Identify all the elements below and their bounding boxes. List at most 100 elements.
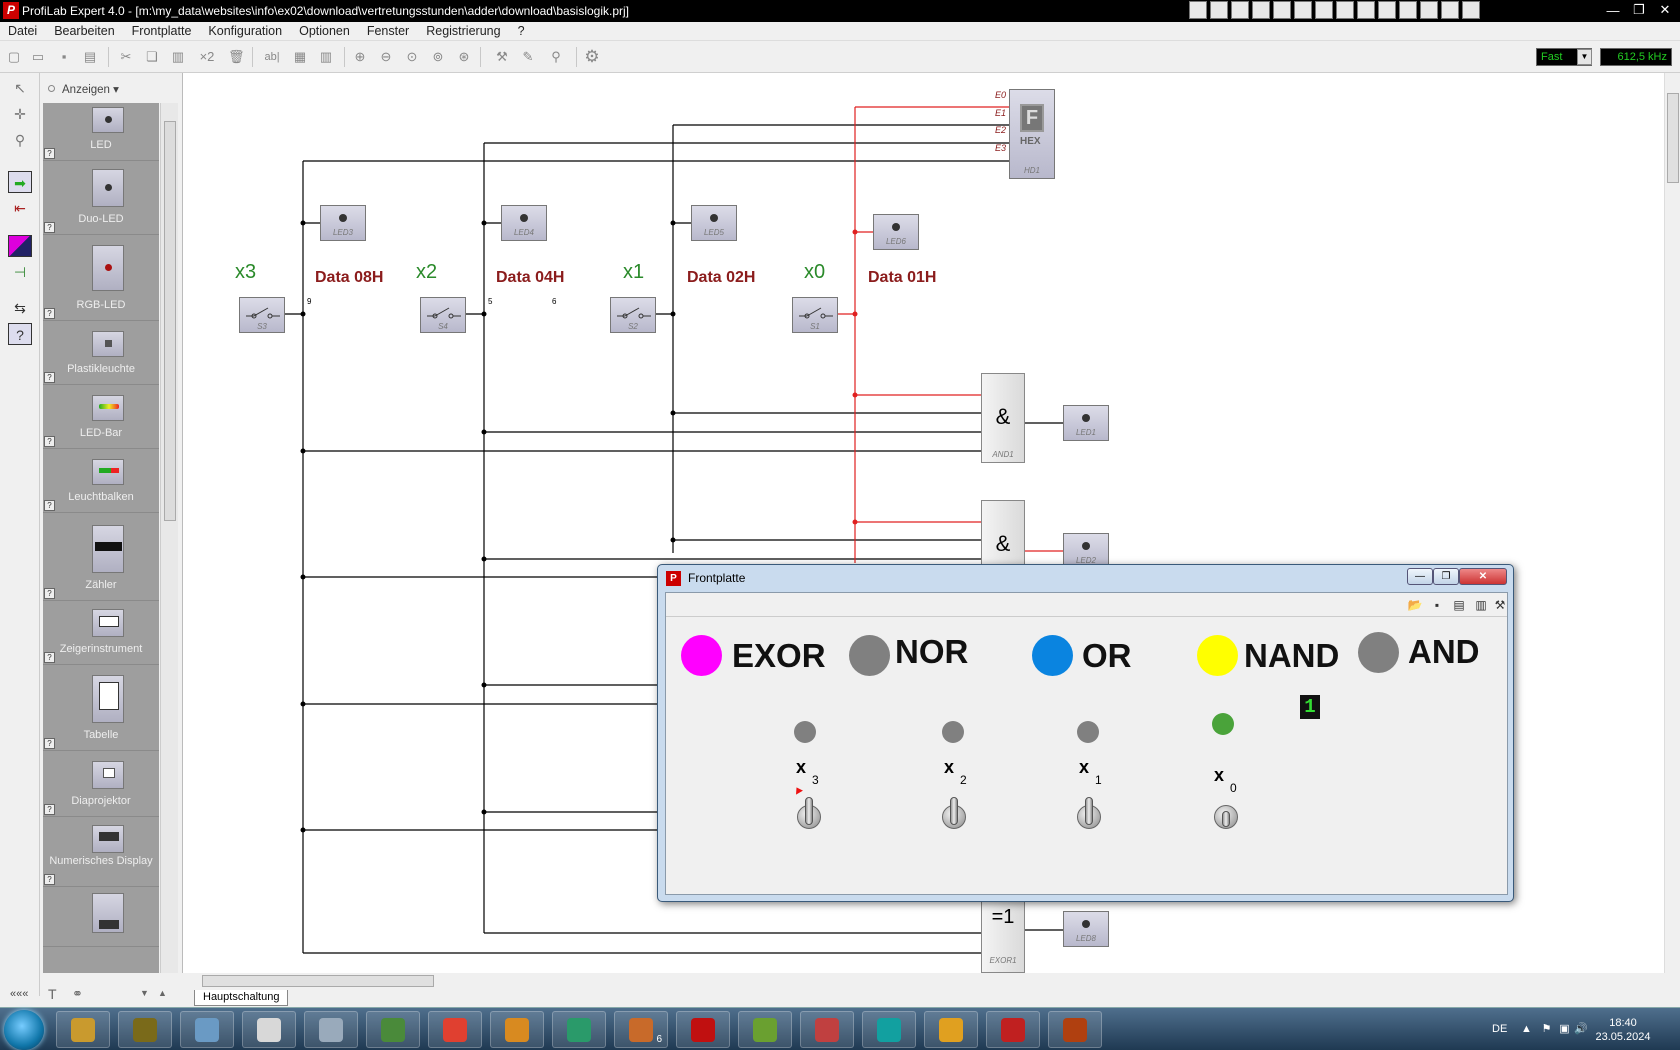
tab-hauptschaltung[interactable]: Hauptschaltung bbox=[194, 990, 289, 1006]
volume-icon[interactable]: 🔊 bbox=[1574, 1023, 1588, 1035]
color-tool-icon[interactable] bbox=[8, 235, 32, 257]
pointer-icon[interactable]: ↖ bbox=[14, 80, 26, 96]
taskbar-app-arduino[interactable] bbox=[862, 1011, 916, 1048]
palette-scroll-thumb[interactable] bbox=[164, 121, 176, 521]
paste-icon[interactable]: ▥ bbox=[171, 49, 185, 64]
led-led8[interactable]: LED8 bbox=[1063, 911, 1109, 947]
quick-icon[interactable] bbox=[1315, 1, 1333, 19]
quick-icon[interactable] bbox=[1462, 1, 1480, 19]
quick-icon[interactable] bbox=[1336, 1, 1354, 19]
binoculars-icon[interactable]: ⚭ bbox=[72, 986, 83, 1001]
probe-icon[interactable]: ✎ bbox=[522, 49, 534, 64]
menu-help[interactable]: ? bbox=[517, 24, 525, 38]
menu-frontplatte[interactable]: Frontplatte bbox=[131, 24, 192, 38]
taskbar-app-chrome[interactable] bbox=[428, 1011, 482, 1048]
taskbar-app-profilab-2[interactable] bbox=[1048, 1011, 1102, 1048]
align-icon[interactable]: ▥ bbox=[319, 49, 333, 64]
palette-item-zaehler[interactable]: Zähler ? bbox=[43, 513, 159, 601]
palette-item-plastikleuchte[interactable]: Plastikleuchte ? bbox=[43, 321, 159, 385]
collapse-button[interactable]: ««« bbox=[10, 988, 29, 1000]
canvas-vertical-scrollbar[interactable] bbox=[1664, 73, 1680, 973]
palette-item-numerisches-display[interactable]: Numerisches Display ? bbox=[43, 817, 159, 887]
taskbar-app-office-app[interactable] bbox=[924, 1011, 978, 1048]
taskbar-app-explorer[interactable] bbox=[56, 1011, 110, 1048]
palette-item-duo-led[interactable]: Duo-LED ? bbox=[43, 161, 159, 235]
input-tool-icon[interactable]: ⊣ bbox=[13, 264, 27, 280]
taskbar-app-profilab[interactable] bbox=[676, 1011, 730, 1048]
language-indicator[interactable]: DE bbox=[1492, 1023, 1508, 1035]
new-file-icon[interactable]: ▢ bbox=[7, 49, 21, 64]
stop-arrow-icon[interactable]: ⇤ bbox=[14, 200, 26, 216]
gate-and1[interactable]: & AND1 bbox=[981, 373, 1025, 463]
crosshair-icon[interactable]: ✛ bbox=[14, 106, 26, 122]
text-tool-button[interactable]: ab| bbox=[264, 51, 280, 63]
toggle-switch-x2[interactable] bbox=[941, 797, 967, 831]
canvas-horizontal-scrollbar[interactable] bbox=[184, 973, 1664, 989]
system-clock[interactable]: 18:40 23.05.2024 bbox=[1588, 1016, 1658, 1044]
quick-icon[interactable] bbox=[1399, 1, 1417, 19]
led-led4[interactable]: LED4 bbox=[501, 205, 547, 241]
magnifier-icon[interactable]: ⚲ bbox=[14, 132, 26, 148]
arrow-up-icon[interactable]: ▲ bbox=[158, 988, 167, 998]
network-icon[interactable]: ▣ bbox=[1559, 1023, 1570, 1035]
zoom-in-icon[interactable]: ⊕ bbox=[354, 49, 366, 64]
toggle-switch-x1[interactable] bbox=[1076, 797, 1102, 831]
palette-item-diaprojektor[interactable]: Diaprojektor ? bbox=[43, 751, 159, 817]
radio-icon[interactable] bbox=[48, 85, 55, 92]
palette-item-led-bar[interactable]: LED-Bar ? bbox=[43, 385, 159, 449]
menu-datei[interactable]: Datei bbox=[8, 24, 38, 38]
build-icon[interactable]: ⚒ bbox=[1494, 598, 1506, 612]
frontplatte-minimize-button[interactable]: — bbox=[1407, 568, 1433, 585]
switch-s1[interactable]: S1 bbox=[792, 297, 838, 333]
palette-item-led[interactable]: LED ? bbox=[43, 103, 159, 161]
close-button[interactable]: ✕ bbox=[1659, 2, 1671, 17]
menu-konfiguration[interactable]: Konfiguration bbox=[208, 24, 283, 38]
swap-icon[interactable]: ⇆ bbox=[14, 300, 26, 316]
quick-icon[interactable] bbox=[1231, 1, 1249, 19]
delete-icon[interactable]: 🗑 bbox=[228, 49, 245, 64]
menu-registrierung[interactable]: Registrierung bbox=[426, 24, 501, 38]
text-icon[interactable]: T bbox=[48, 986, 57, 1002]
taskbar-app-globe-app[interactable] bbox=[366, 1011, 420, 1048]
minimize-button[interactable]: — bbox=[1606, 2, 1620, 18]
quick-icon[interactable] bbox=[1273, 1, 1291, 19]
cut-icon[interactable]: ✂ bbox=[120, 49, 132, 64]
led-led2[interactable]: LED2 bbox=[1063, 533, 1109, 569]
taskbar-app-fractal-app[interactable] bbox=[552, 1011, 606, 1048]
switch-s3[interactable]: S3 bbox=[239, 297, 285, 333]
chevron-down-icon[interactable]: ▼ bbox=[1577, 49, 1592, 65]
print-icon[interactable]: ▤ bbox=[1453, 598, 1465, 612]
palette-item-more[interactable] bbox=[43, 887, 159, 947]
open-folder-icon[interactable]: ▭ bbox=[31, 49, 45, 64]
menu-fenster[interactable]: Fenster bbox=[366, 24, 410, 38]
frontplatte-close-button[interactable]: ✕ bbox=[1459, 568, 1507, 585]
paste-icon[interactable]: ▥ bbox=[1475, 598, 1487, 612]
save-icon[interactable]: ▪ bbox=[1434, 598, 1440, 612]
zoom-fit-icon[interactable]: ⊙ bbox=[406, 49, 418, 64]
quick-icon[interactable] bbox=[1357, 1, 1375, 19]
taskbar-app-paint[interactable]: 6 bbox=[614, 1011, 668, 1048]
quick-icon[interactable] bbox=[1378, 1, 1396, 19]
arrow-down-icon[interactable]: ▼ bbox=[140, 988, 149, 998]
quick-icon[interactable] bbox=[1441, 1, 1459, 19]
taskbar-app-lego-app[interactable] bbox=[800, 1011, 854, 1048]
led-led5[interactable]: LED5 bbox=[691, 205, 737, 241]
palette-item-leuchtbalken[interactable]: Leuchtbalken ? bbox=[43, 449, 159, 513]
palette-scrollbar[interactable] bbox=[160, 103, 178, 973]
quick-icon[interactable] bbox=[1294, 1, 1312, 19]
horizontal-scroll-thumb[interactable] bbox=[202, 975, 434, 987]
taskbar-app-calculator[interactable] bbox=[304, 1011, 358, 1048]
tray-arrow-icon[interactable]: ▲ bbox=[1521, 1023, 1532, 1035]
maximize-button[interactable]: ❐ bbox=[1633, 2, 1645, 17]
save-icon[interactable]: ▪ bbox=[61, 49, 67, 64]
wire-icon[interactable]: ⚲ bbox=[551, 49, 561, 64]
help-pointer-icon[interactable]: ? bbox=[8, 323, 32, 345]
palette-mode-select[interactable]: Anzeigen ▾ bbox=[42, 75, 178, 101]
taskbar-app-tablet-app[interactable] bbox=[180, 1011, 234, 1048]
taskbar-app-media-player[interactable] bbox=[490, 1011, 544, 1048]
zoom-out-icon[interactable]: ⊖ bbox=[380, 49, 392, 64]
quick-icon[interactable] bbox=[1420, 1, 1438, 19]
palette-item-zeigerinstrument[interactable]: Zeigerinstrument ? bbox=[43, 601, 159, 665]
palette-item-tabelle[interactable]: Tabelle ? bbox=[43, 665, 159, 751]
led-led1[interactable]: LED1 bbox=[1063, 405, 1109, 441]
